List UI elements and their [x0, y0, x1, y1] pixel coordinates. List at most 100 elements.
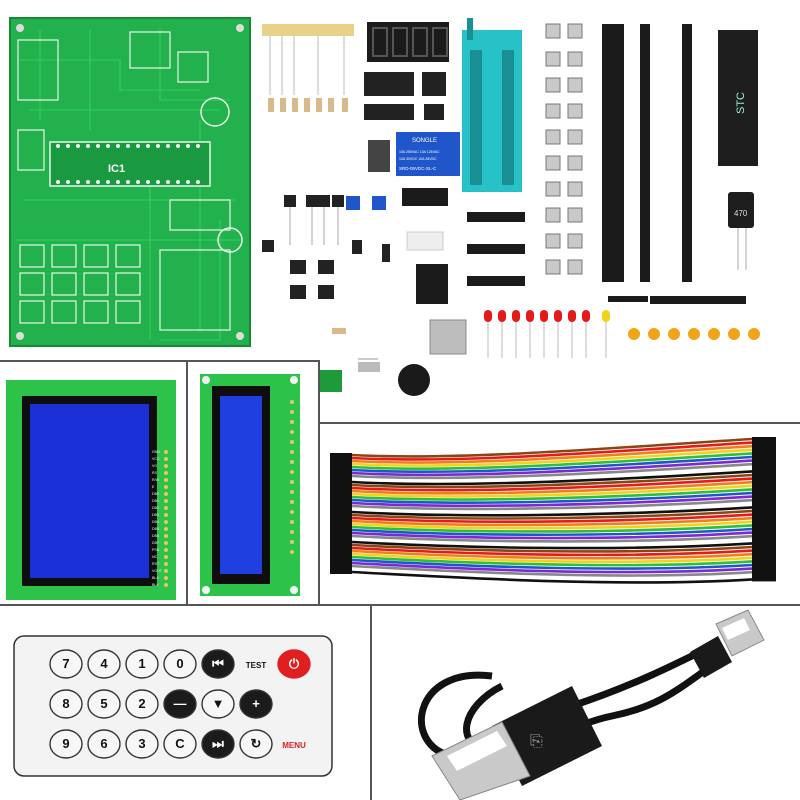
remote-button[interactable]: 4	[87, 649, 121, 679]
ic-socket-small	[422, 72, 446, 96]
remote-button[interactable]: +	[239, 689, 273, 719]
dupont-connector	[330, 489, 352, 493]
dupont-connector	[752, 519, 776, 524]
remote-button-label: 2	[138, 696, 145, 711]
remote-button[interactable]: ⏻	[277, 649, 311, 679]
remote-button[interactable]: ▼	[201, 689, 235, 719]
dupont-connector	[330, 483, 352, 487]
relay-rating-2: 10A 30VDC 10A 28VDC	[399, 157, 437, 161]
remote-button[interactable]: 9	[49, 729, 83, 759]
usb-a-plug-large: ⎘	[431, 686, 602, 800]
mcu-brand: STC	[735, 92, 747, 114]
components-layout: SONGLE 10A 250VAC 10A 125VAC 10A 30VDC 1…	[262, 18, 760, 360]
lcd-pin-label: DB4	[152, 520, 159, 524]
dupont-connector	[330, 522, 352, 526]
divider-bottom-vertical	[370, 604, 372, 800]
small-capacitor	[382, 244, 390, 262]
remote-button-label: 1	[138, 656, 145, 671]
dupont-connector	[330, 504, 352, 508]
remote-button[interactable]: ⏭	[201, 729, 235, 759]
dupont-connector	[752, 552, 776, 557]
pin-header-vertical	[682, 24, 692, 282]
jumper-wire	[351, 549, 753, 560]
dupont-connector	[330, 480, 352, 484]
divider-bottom	[0, 604, 800, 606]
dupont-connector	[752, 455, 776, 459]
dupont-connector	[752, 465, 776, 470]
dupont-connector	[330, 534, 352, 538]
dupont-connector	[752, 462, 776, 467]
lcd-1602-panel	[188, 362, 316, 604]
jumper-wire	[351, 437, 753, 458]
dupont-connector	[330, 507, 352, 511]
remote-button-label: ⏭	[212, 736, 224, 751]
dupont-connector	[330, 546, 352, 550]
remote-button-label: ⏮	[212, 656, 224, 671]
jumper-wire	[351, 488, 753, 501]
remote-button[interactable]: 1	[125, 649, 159, 679]
dupont-connector	[752, 527, 776, 531]
dupont-connector	[752, 483, 776, 488]
jumper-wire	[351, 543, 753, 553]
ceramic-capacitors	[628, 328, 760, 340]
misc-parts	[310, 362, 440, 410]
jumper-wire	[351, 540, 753, 550]
dupont-connector	[330, 558, 352, 562]
seven-segment-display	[367, 22, 449, 62]
jumper-wire	[351, 466, 753, 483]
dupont-connector	[330, 513, 352, 517]
lcd-pin-label: PSB	[152, 548, 160, 552]
dupont-connector	[752, 566, 776, 571]
dupont-connector	[330, 465, 352, 469]
remote-button[interactable]: C	[163, 729, 197, 759]
lcd-pin-label: VOUT	[152, 569, 163, 573]
remote-button[interactable]: 5	[87, 689, 121, 719]
remote-button[interactable]: MENU	[278, 730, 310, 758]
dupont-connector	[330, 570, 352, 574]
remote-button[interactable]: 0	[163, 649, 197, 679]
dc-jack	[416, 264, 448, 304]
mcu-chip: STC	[718, 30, 758, 166]
dupont-connector	[752, 573, 776, 578]
dupont-connector	[330, 543, 352, 547]
dupont-connector	[752, 509, 776, 513]
dupont-connector	[330, 540, 352, 544]
remote-button[interactable]: 3	[125, 729, 159, 759]
jumper-wires-panel	[322, 425, 800, 603]
jumper-wire	[351, 502, 753, 514]
remote-button[interactable]: ↻	[239, 729, 273, 759]
dupont-connector	[752, 473, 776, 477]
remote-button[interactable]: 2	[125, 689, 159, 719]
divider-right-top	[318, 422, 800, 424]
lcd-pin-label: DB6	[152, 534, 159, 538]
buzzer	[398, 364, 430, 396]
remote-button[interactable]: 6	[87, 729, 121, 759]
jumper-wire	[351, 527, 753, 537]
usb-symbol-icon: ⎘	[530, 733, 543, 750]
lcd-pin-label: RST	[152, 562, 160, 566]
jumper-wire	[351, 567, 753, 581]
potentiometer	[346, 196, 360, 210]
dupont-connector	[330, 519, 352, 523]
dupont-connector	[752, 476, 776, 481]
dupont-connector	[752, 516, 776, 521]
usb-a-plug-small	[690, 609, 765, 678]
remote-button-label: 0	[176, 656, 183, 671]
jumper-wire	[351, 552, 753, 564]
jumper-wire	[351, 516, 753, 527]
dupont-connector	[330, 459, 352, 463]
remote-button[interactable]: 7	[49, 649, 83, 679]
dupont-connector	[752, 545, 776, 549]
remote-button[interactable]: 8	[49, 689, 83, 719]
jumper-wire	[351, 473, 753, 489]
remote-button[interactable]: ⏮	[201, 649, 235, 679]
jumper-wire	[351, 558, 753, 570]
remote-button[interactable]: TEST	[240, 650, 272, 678]
remote-button[interactable]: —	[163, 689, 197, 719]
usb-cable-panel: ⎘	[372, 606, 800, 800]
remote-button-label: 9	[62, 736, 69, 751]
ir-receiver	[352, 240, 362, 254]
dupont-connector	[330, 462, 352, 466]
dupont-connector	[330, 561, 352, 565]
